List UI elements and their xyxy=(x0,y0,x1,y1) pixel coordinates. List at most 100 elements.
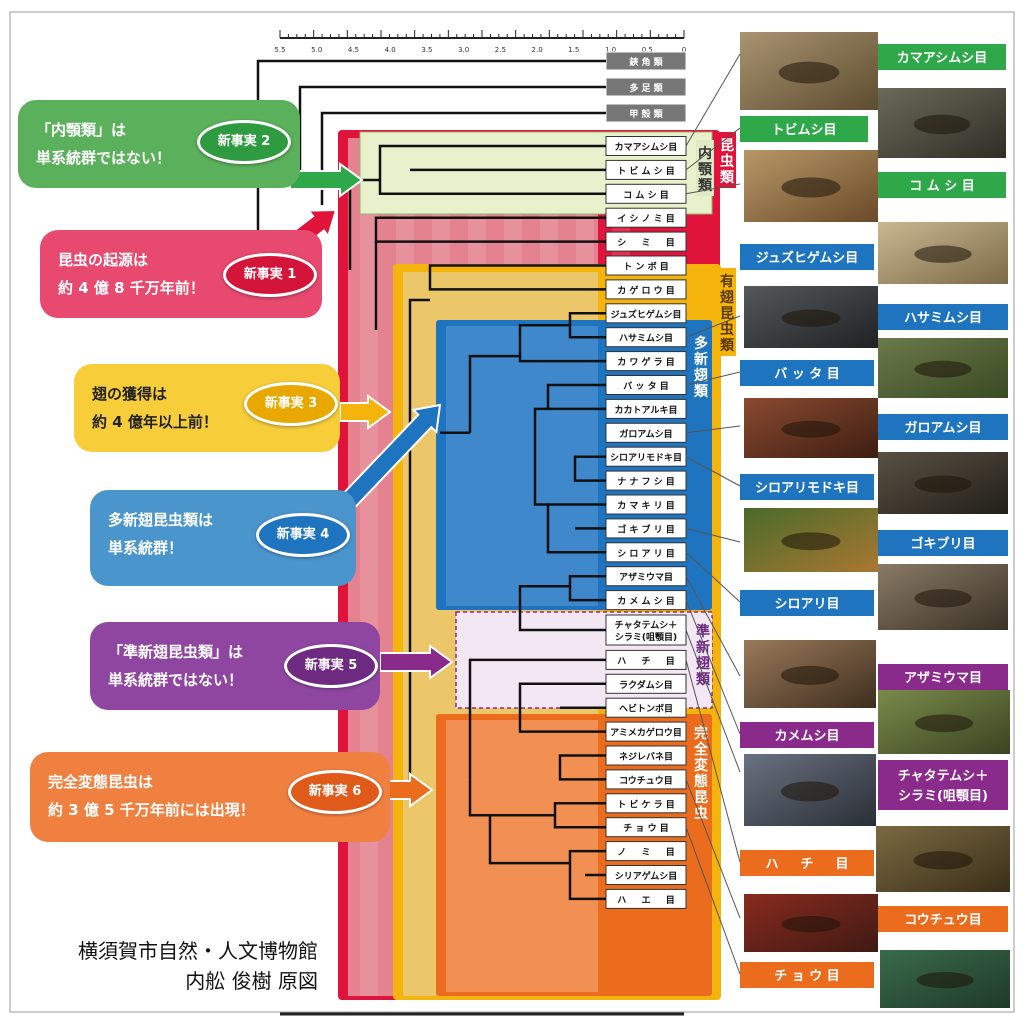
group-label-polyneoptera-char: 新 xyxy=(694,351,708,368)
connector-line xyxy=(685,827,741,975)
connector-line xyxy=(685,371,741,386)
taxon-label: シリアゲムシ目 xyxy=(615,870,678,882)
branch-neuropterida xyxy=(518,682,606,733)
taxon-label: ネジレバネ目 xyxy=(619,752,673,763)
branch-entognatha-a xyxy=(378,144,606,196)
group-label-pterygota-char: 昆 xyxy=(720,306,734,322)
connector-line xyxy=(685,456,741,487)
group-label-holometabola-char: 変 xyxy=(694,757,708,774)
badge-fact-3: 新事実 3 xyxy=(244,382,338,426)
photo-label-tag xyxy=(740,116,868,142)
axis-tick-label: 4.5 xyxy=(348,46,359,54)
arrow-fact-3-shape xyxy=(339,394,392,430)
branch-strepsiptera-coleoptera xyxy=(558,754,606,781)
photo-label-tag xyxy=(740,244,874,270)
photo-label-tag xyxy=(878,664,1008,690)
group-label-polyneoptera-char: 類 xyxy=(693,384,709,400)
photo-label: ジュズヒゲムシ目 xyxy=(756,250,858,266)
group-label-insecta-char: 類 xyxy=(719,170,735,186)
branch-psocodea xyxy=(518,584,606,632)
taxon-label: ハサミムシ目 xyxy=(619,333,673,344)
photo-label-tag xyxy=(878,44,1006,70)
group-label-holometabola-char: 全 xyxy=(693,741,709,758)
callout-paraneoptera-text: 「準新翅昆虫類」は 単系統群ではない！ xyxy=(108,643,244,689)
taxon-label: ハ チ 目 xyxy=(617,656,675,667)
arrow-fact-3 xyxy=(339,394,392,430)
insect-silhouette xyxy=(780,665,840,685)
group-label-holometabola-char: 態 xyxy=(694,773,708,790)
axis-tick-label: 2.0 xyxy=(532,46,543,54)
insect-silhouette xyxy=(914,475,972,493)
insect-silhouette xyxy=(781,309,841,327)
group-label-holometabola-bg xyxy=(692,720,710,824)
badge-fact-5: 新事実 5 xyxy=(284,644,378,688)
outgroup-label: 鋏 角 類 xyxy=(629,56,663,68)
credit-line-2: 内舩 俊樹 原図 xyxy=(185,969,318,993)
branch-plecoptera xyxy=(518,324,606,363)
group-label-pterygota-char: 有 xyxy=(720,273,734,290)
photo-label-tag xyxy=(878,530,1008,556)
branch-pterygota-stem xyxy=(408,298,430,800)
taxon-label: チャタテムシ＋ xyxy=(615,619,678,631)
group-label-entognatha: 内顎類 xyxy=(696,140,714,196)
photo-label: ハサミムシ目 xyxy=(904,311,982,326)
branch-thysanoptera-hemiptera xyxy=(568,574,606,602)
connector-line xyxy=(685,527,741,543)
insect-silhouette xyxy=(781,420,841,438)
photo-label: バ ッ タ 目 xyxy=(774,367,840,382)
taxon-label: シ ロ ア リ 目 xyxy=(617,548,675,559)
insect-silhouette xyxy=(914,589,972,608)
group-label-polyneoptera-char: 多 xyxy=(694,335,708,352)
taxon-label: コ ム シ 目 xyxy=(623,190,668,201)
photo-label-tag xyxy=(740,590,874,616)
photo-label-tag xyxy=(878,906,1008,932)
axis-tick-label: 3.5 xyxy=(421,46,432,54)
axis-tick-label: 5.5 xyxy=(274,46,285,54)
group-label-entognatha-bg xyxy=(696,140,714,196)
taxon-label: コウチュウ目 xyxy=(619,775,673,786)
insect-silhouette xyxy=(914,360,972,378)
axis-tick-label: 4.0 xyxy=(385,46,396,54)
insect-silhouette xyxy=(913,114,971,135)
connector-line xyxy=(685,659,741,863)
photo-label-tag xyxy=(740,360,874,386)
taxon-label: カ ワ ゲ ラ 目 xyxy=(617,356,675,368)
connector-line xyxy=(685,315,741,338)
group-label-pterygota-char: 翅 xyxy=(719,289,734,306)
branch-holometabola-crown xyxy=(468,779,490,817)
group-label-paraneoptera-bg xyxy=(694,618,712,690)
connector-line xyxy=(685,127,741,171)
photo-label: トビムシ目 xyxy=(771,122,836,138)
group-label-holometabola-char: 昆 xyxy=(694,790,708,806)
photo-label-tag xyxy=(740,474,874,500)
branch-polyneoptera-crown xyxy=(468,354,520,433)
connector-line xyxy=(685,425,741,434)
callout-polyneoptera-text: 多新翅昆虫類は 単系統群！ xyxy=(108,511,214,557)
figure-frame xyxy=(9,11,1015,1013)
photo-label-tag xyxy=(740,962,874,988)
taxon-label: チ ョ ウ 目 xyxy=(623,823,668,834)
axis-tick-label: 0 xyxy=(682,46,686,54)
group-label-pterygota-char: 虫 xyxy=(720,321,734,338)
group-label-holometabola-char: 虫 xyxy=(694,805,708,822)
connector-line xyxy=(685,629,741,773)
taxon-label: ガロアムシ目 xyxy=(619,428,672,440)
branch-embiidina-phasmida xyxy=(573,455,606,482)
taxon-label: シロアリモドキ目 xyxy=(610,453,682,464)
taxon-label: カ ゲ ロ ウ 目 xyxy=(617,284,675,296)
group-label-insecta-bg xyxy=(718,132,736,188)
photo-label: ハ チ 目 xyxy=(765,857,848,872)
branch-outgroup-myriapoda xyxy=(298,85,606,190)
photo-label: チ ョ ウ 目 xyxy=(774,969,840,984)
connector-line xyxy=(685,183,741,195)
arrow-fact-4 xyxy=(332,403,442,518)
axis-tick-label: 0.5 xyxy=(642,46,653,54)
taxon-label: ラクダムシ目 xyxy=(619,679,673,691)
taxon-label: ゴ キ ブ リ 目 xyxy=(617,523,675,535)
photo-label: ガロアムシ目 xyxy=(904,421,981,436)
insect-silhouette xyxy=(781,532,841,551)
